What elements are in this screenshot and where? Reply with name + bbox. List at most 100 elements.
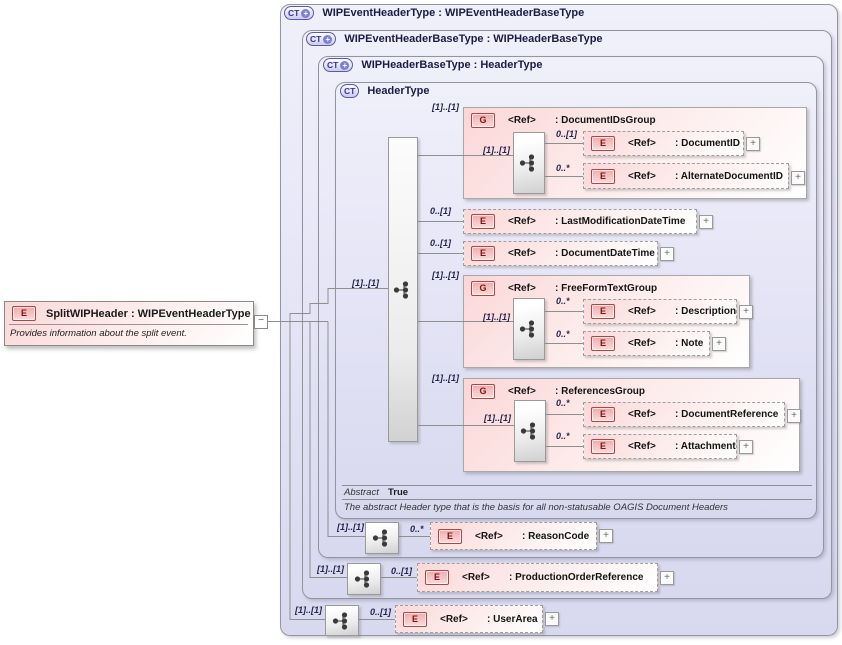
sequence-compositor[interactable] xyxy=(365,522,399,554)
element-name: : UserArea xyxy=(487,613,538,625)
ref-label: <Ref> xyxy=(508,115,536,126)
element-box-documentid[interactable]: E <Ref> : DocumentID xyxy=(583,131,744,156)
sequence-compositor[interactable] xyxy=(513,298,545,360)
ref-label: <Ref> xyxy=(628,338,656,349)
element-box-documentreference[interactable]: E <Ref> : DocumentReference xyxy=(583,402,785,427)
element-badge: E xyxy=(471,246,495,261)
ref-label: <Ref> xyxy=(628,170,656,182)
cardinality-label: 0..* xyxy=(556,398,570,408)
element-box-attachment[interactable]: E <Ref> : Attachment xyxy=(583,434,737,459)
group-badge: G xyxy=(471,281,495,296)
cardinality-label: 0..[1] xyxy=(391,566,413,576)
element-box-productionorderreference[interactable]: E <Ref> : ProductionOrderReference xyxy=(417,563,658,592)
expand-icon[interactable]: + xyxy=(791,171,805,185)
element-box-documentdatetime[interactable]: E <Ref> : DocumentDateTime xyxy=(463,241,658,266)
type-header-wipeventheaderbasetype: CT+ WIPEventHeaderBaseType : WIPHeaderBa… xyxy=(306,32,603,46)
expand-icon[interactable]: + xyxy=(739,305,753,319)
sequence-icon xyxy=(519,154,535,172)
element-annotation: Provides information about the split eve… xyxy=(10,328,187,339)
sequence-compositor[interactable] xyxy=(388,137,418,442)
element-name: : LastModificationDateTime xyxy=(555,216,686,227)
type-title: WIPEventHeaderBaseType : WIPHeaderBaseTy… xyxy=(344,33,603,45)
element-badge: E xyxy=(591,439,615,454)
sequence-icon xyxy=(332,611,348,630)
expand-icon[interactable]: + xyxy=(746,137,760,151)
ref-label: <Ref> xyxy=(440,613,468,625)
cardinality-label: [1]..[1] xyxy=(432,102,459,112)
group-name: : FreeFormTextGroup xyxy=(555,283,658,294)
element-box-note[interactable]: E <Ref> : Note xyxy=(583,331,710,356)
cardinality-label: 0..* xyxy=(556,431,570,441)
sequence-icon xyxy=(354,570,370,588)
headertype-annotation: The abstract Header type that is the bas… xyxy=(344,502,728,513)
element-badge: E xyxy=(591,136,615,151)
ref-label: <Ref> xyxy=(508,248,536,259)
element-name: : Note xyxy=(675,338,704,349)
expand-icon[interactable]: + xyxy=(545,612,559,626)
expand-icon[interactable]: + xyxy=(712,337,726,351)
element-badge: E xyxy=(591,304,615,319)
cardinality-label: 0..* xyxy=(410,524,424,534)
cardinality-label: [1]..[1] xyxy=(432,270,459,280)
element-name: : DocumentReference xyxy=(675,409,779,420)
ref-label: <Ref> xyxy=(508,216,536,227)
cardinality-label: [1]..[1] xyxy=(483,312,510,322)
ref-label: <Ref> xyxy=(628,306,656,317)
cardinality-label: [1]..[1] xyxy=(484,413,511,423)
element-box-reasoncode[interactable]: E <Ref> : ReasonCode xyxy=(430,522,597,550)
cardinality-label: 0..* xyxy=(556,163,570,173)
element-badge: E xyxy=(591,168,615,184)
element-name: : AlternateDocumentID xyxy=(675,170,783,182)
ref-label: <Ref> xyxy=(508,283,536,294)
type-title: HeaderType xyxy=(367,85,430,97)
sequence-icon xyxy=(520,422,536,440)
expand-icon[interactable]: + xyxy=(739,440,753,454)
element-name: : ProductionOrderReference xyxy=(509,572,644,583)
derived-plus-icon: + xyxy=(340,60,350,70)
expand-icon[interactable]: + xyxy=(699,215,713,229)
cardinality-label: 0..[1] xyxy=(370,607,392,617)
type-title: WIPEventHeaderType : WIPEventHeaderBaseT… xyxy=(322,7,585,19)
ref-label: <Ref> xyxy=(628,138,656,149)
sequence-compositor[interactable] xyxy=(325,605,359,636)
expand-icon[interactable]: + xyxy=(660,247,674,261)
abstract-label: Abstract xyxy=(344,487,379,498)
sequence-compositor[interactable] xyxy=(347,563,381,595)
element-box-alternatedocumentid[interactable]: E <Ref> : AlternateDocumentID xyxy=(583,163,789,189)
element-box-userarea[interactable]: E <Ref> : UserArea xyxy=(395,605,543,633)
group-header: G <Ref> : DocumentIDsGroup xyxy=(471,113,656,128)
derived-plus-icon: + xyxy=(301,8,311,18)
sequence-compositor[interactable] xyxy=(513,132,545,194)
complextype-badge: CT+ xyxy=(284,6,315,20)
element-badge: E xyxy=(12,306,36,321)
element-name: : Description xyxy=(675,306,737,317)
type-header-headertype: CT HeaderType xyxy=(340,84,430,98)
expand-icon[interactable]: + xyxy=(599,529,613,543)
element-box-splitwipheader[interactable]: E SplitWIPHeader : WIPEventHeaderType Pr… xyxy=(4,301,254,346)
ref-label: <Ref> xyxy=(508,386,536,397)
sequence-compositor[interactable] xyxy=(514,400,546,462)
element-box-description[interactable]: E <Ref> : Description xyxy=(583,299,737,324)
element-badge: E xyxy=(471,214,495,229)
type-title: WIPHeaderBaseType : HeaderType xyxy=(361,59,543,71)
collapse-icon[interactable]: − xyxy=(254,315,268,329)
ref-label: <Ref> xyxy=(462,572,490,583)
cardinality-label: 0..[1] xyxy=(430,238,452,248)
element-box-lastmodificationdatetime[interactable]: E <Ref> : LastModificationDateTime xyxy=(463,209,697,234)
sequence-icon xyxy=(393,280,409,299)
group-header: G <Ref> : ReferencesGroup xyxy=(471,384,645,399)
divider xyxy=(9,324,248,325)
ref-label: <Ref> xyxy=(628,441,656,452)
expand-icon[interactable]: + xyxy=(787,409,801,423)
cardinality-label: [1]..[1] xyxy=(317,564,344,574)
group-name: : DocumentIDsGroup xyxy=(555,115,656,126)
element-badge: E xyxy=(591,336,615,351)
divider xyxy=(342,485,812,486)
sequence-icon xyxy=(519,320,535,338)
expand-icon[interactable]: + xyxy=(660,571,674,585)
complextype-badge: CT+ xyxy=(323,58,354,72)
divider xyxy=(342,499,812,500)
element-badge: E xyxy=(425,570,449,585)
cardinality-label: 0..[1] xyxy=(430,206,452,216)
